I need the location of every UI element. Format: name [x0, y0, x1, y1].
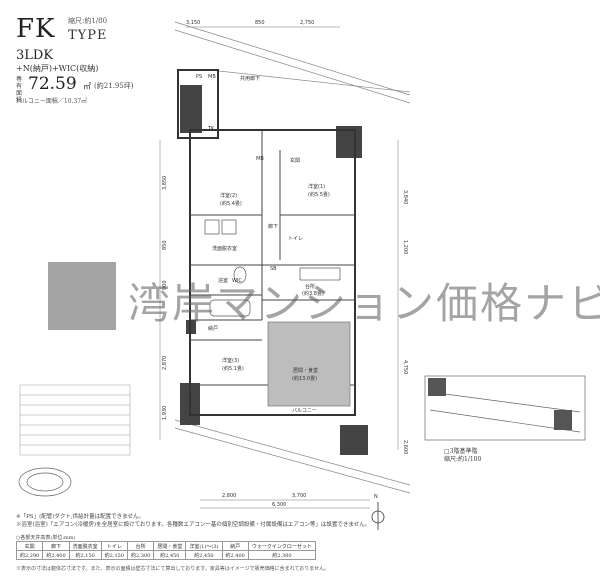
dimension-lines: [159, 26, 399, 509]
plan-subtitle: +N(納戸)+WIC(収納): [16, 64, 99, 73]
ceiling-header: 台所: [126, 541, 155, 551]
label-sb: SB: [270, 266, 277, 272]
dim-left-2: 850: [162, 240, 168, 250]
label-tk: TK: [207, 126, 215, 132]
balcony-area: バルコニー面積／10.37㎡: [16, 98, 88, 105]
room-kitchen-size: (約3.8畳): [302, 290, 324, 297]
plan-name: 3LDK: [16, 48, 54, 63]
ceiling-header: 廊下: [42, 541, 70, 551]
site-map: [18, 467, 72, 497]
ceiling-header-row: 玄関 廊下 洗面脱衣室 トイレ 台所 居間・食堂 洋室(1)～(3) 納戸 ウォ…: [15, 541, 316, 551]
parking-grid: [19, 384, 131, 456]
type-word: TYPE: [68, 28, 108, 43]
area-unit: ㎡: [83, 82, 91, 91]
dim-top-3: 2,750: [300, 20, 314, 26]
dim-bottom-1: 2,800: [222, 493, 236, 499]
ceiling-value: 約2,450: [153, 550, 187, 560]
label-mb-2: MB: [256, 156, 264, 162]
area-value: 72.59: [28, 74, 77, 94]
key-plan-columns: [428, 378, 572, 430]
note-2: ※浴室(浴室)「エアコン(冷暖房)を全居室に設けております。各種数エアコン一基の…: [16, 522, 371, 528]
ceiling-value-row: 約2,290 約2,400 約2,150 約2,150 約2,300 約2,45…: [15, 550, 316, 560]
key-plan-label: □3階基準階 縮尺:約1/100: [444, 448, 481, 464]
fixtures: [204, 219, 341, 317]
dim-right-1: 3,840: [402, 190, 408, 204]
room-ldk: 居間・食堂: [293, 367, 318, 374]
key-plan-scale: 縮尺:約1/100: [444, 456, 482, 463]
dim-left-5: 1,930: [162, 406, 168, 420]
label-ps: PS: [196, 74, 202, 80]
room-western2: 洋室(2): [220, 192, 237, 199]
type-code: FK: [16, 14, 56, 44]
room-hall: 廊下: [268, 223, 278, 230]
room-kitchen: 台所: [305, 283, 315, 290]
north-label: N: [374, 494, 378, 500]
dim-left-4: 2,870: [162, 356, 168, 370]
exterior-walls: [177, 69, 356, 416]
label-mb: MB: [208, 74, 216, 80]
ceiling-value: 約2,400: [221, 550, 249, 560]
room-western3-size: (約5.1畳): [222, 365, 244, 372]
ceiling-header: 玄関: [15, 541, 44, 551]
ceiling-table: 玄関 廊下 洗面脱衣室 トイレ 台所 居間・食堂 洋室(1)～(3) 納戸 ウォ…: [15, 541, 316, 560]
corridor-lines: [174, 21, 411, 494]
room-wic: WIC: [232, 278, 242, 284]
ceiling-header: 納戸: [221, 541, 249, 551]
north-arrow-icon: [371, 502, 385, 530]
dim-left-1: 3,850: [162, 176, 168, 190]
ldk-floor: [267, 321, 351, 407]
area-label: 専有面積: [16, 76, 23, 104]
ceiling-header: トイレ: [100, 541, 129, 551]
ceiling-value: 約2,400: [42, 550, 70, 560]
dim-right-4: 2,600: [402, 440, 408, 454]
dim-top-1: 3,150: [186, 20, 200, 26]
room-ldk-size: (約13.0畳): [292, 375, 317, 382]
ceiling-value: 約2,150: [68, 550, 102, 560]
dim-left-3: 900: [162, 280, 168, 290]
area-tsubo: (約21.95坪): [94, 82, 134, 90]
room-bath: 浴室: [218, 277, 228, 284]
room-entrance: 玄関: [290, 157, 300, 164]
key-plan-title: □3階基準階: [444, 448, 478, 455]
note-1: ※「PS」(配管)ダクト,供給計量は配置できません。: [16, 514, 144, 520]
ceiling-value: 約2,150: [100, 550, 129, 560]
ceiling-value: 約2,450: [185, 550, 223, 560]
dim-bottom-2: 3,700: [292, 493, 306, 499]
dim-bottom-total: 6,300: [272, 502, 286, 508]
ceiling-value: 約2,380: [247, 550, 316, 560]
ceiling-table-title: ○各部天井高表(単位:mm): [16, 535, 76, 541]
room-western2-size: (約5.4畳): [220, 200, 242, 207]
ceiling-header: 居間・食堂: [153, 541, 187, 551]
footnote: ※表示の寸法は躯体芯寸法です。また、表示の面積は壁芯寸法にて算出しております。家…: [16, 566, 330, 572]
key-plan: [424, 375, 586, 441]
room-balcony: バルコニー: [292, 408, 317, 414]
room-toilet: トイレ: [288, 236, 303, 242]
room-washroom: 洗面脱衣室: [212, 245, 237, 252]
room-western1: 洋室(1): [308, 183, 325, 190]
ceiling-value: 約2,300: [126, 550, 155, 560]
ceiling-header: 洋室(1)～(3): [185, 541, 223, 551]
dim-top-2: 850: [255, 20, 265, 26]
room-nando: 納戸: [208, 325, 218, 332]
dim-right-3: 4,750: [402, 360, 408, 374]
scale-label: 縮尺:約1/80: [68, 17, 108, 25]
corridor-label: 共用廊下: [240, 75, 260, 82]
dim-right-2: 1,200: [402, 240, 408, 254]
room-western1-size: (約5.5畳): [308, 191, 330, 198]
ceiling-header: ウォークインクローゼット: [247, 541, 316, 551]
ceiling-value: 約2,290: [15, 550, 44, 560]
ceiling-header: 洗面脱衣室: [68, 541, 102, 551]
room-western3: 洋室(3): [222, 357, 239, 364]
